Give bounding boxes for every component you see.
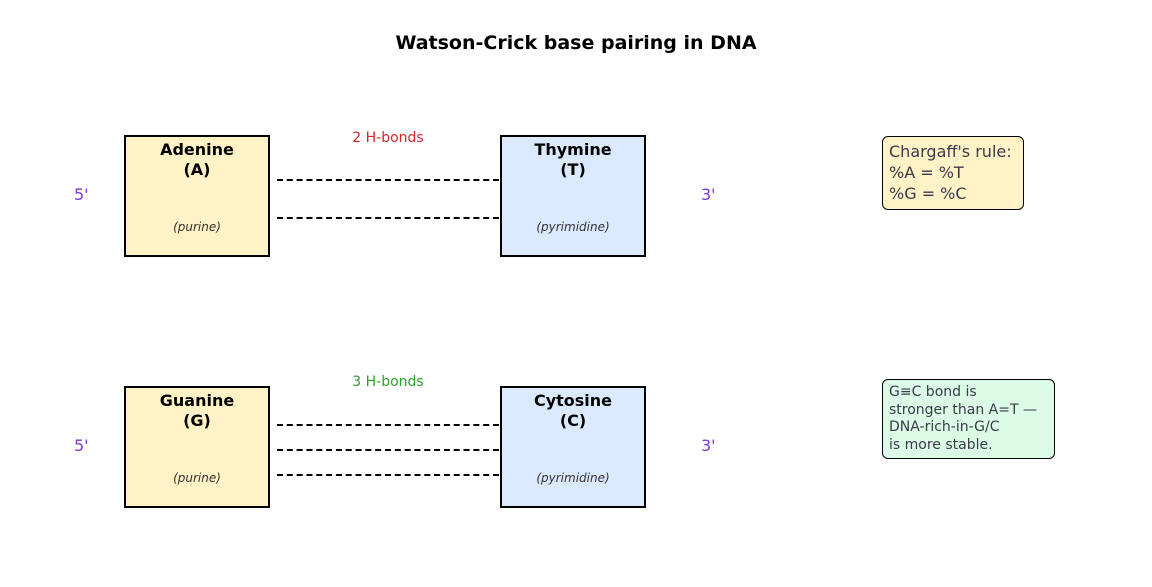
guanine-name-block: Guanine (G) bbox=[126, 391, 268, 431]
thymine-box: Thymine (T) (pyrimidine) bbox=[500, 135, 646, 257]
thymine-symbol: (T) bbox=[560, 160, 586, 179]
cytosine-name: Cytosine bbox=[533, 391, 613, 410]
adenine-symbol: (A) bbox=[183, 160, 211, 179]
guanine-kind: (purine) bbox=[173, 471, 221, 485]
guanine-symbol: (G) bbox=[183, 411, 211, 430]
stability-note: G≡C bond is stronger than A=T — DNA-rich… bbox=[882, 379, 1055, 459]
gc-hbonds-label: 3 H-bonds bbox=[352, 374, 424, 390]
at-hbond-1 bbox=[277, 179, 499, 181]
thymine-name-block: Thymine (T) bbox=[502, 140, 644, 180]
adenine-name-block: Adenine (A) bbox=[126, 140, 268, 180]
guanine-name: Guanine bbox=[159, 391, 235, 410]
three-prime-label-at: 3' bbox=[701, 185, 716, 204]
gc-hbond-2 bbox=[277, 449, 499, 451]
gc-hbond-1 bbox=[277, 424, 499, 426]
cytosine-name-block: Cytosine (C) bbox=[502, 391, 644, 431]
stability-line-2: stronger than A=T — bbox=[889, 401, 1037, 418]
chargaff-line-2: %A = %T bbox=[889, 163, 964, 182]
cytosine-kind: (pyrimidine) bbox=[536, 471, 610, 485]
guanine-box: Guanine (G) (purine) bbox=[124, 386, 270, 508]
thymine-kind: (pyrimidine) bbox=[536, 220, 610, 234]
at-hbond-2 bbox=[277, 217, 499, 219]
adenine-kind: (purine) bbox=[173, 220, 221, 234]
diagram-title: Watson-Crick base pairing in DNA bbox=[395, 32, 757, 54]
adenine-box: Adenine (A) (purine) bbox=[124, 135, 270, 257]
cytosine-symbol: (C) bbox=[559, 411, 587, 430]
stability-line-4: is more stable. bbox=[889, 436, 993, 453]
five-prime-label-at: 5' bbox=[74, 185, 89, 204]
gc-hbond-3 bbox=[277, 474, 499, 476]
chargaff-line-3: %G = %C bbox=[889, 184, 967, 203]
chargaff-line-1: Chargaff's rule: bbox=[889, 142, 1012, 161]
chargaff-note: Chargaff's rule: %A = %T %G = %C bbox=[882, 136, 1024, 210]
adenine-name: Adenine bbox=[160, 140, 234, 159]
five-prime-label-gc: 5' bbox=[74, 436, 89, 455]
three-prime-label-gc: 3' bbox=[701, 436, 716, 455]
stability-line-3: DNA-rich-in-G/C bbox=[889, 419, 1000, 435]
cytosine-box: Cytosine (C) (pyrimidine) bbox=[500, 386, 646, 508]
thymine-name: Thymine bbox=[534, 140, 612, 159]
stability-line-1: G≡C bond is bbox=[889, 384, 977, 400]
at-hbonds-label: 2 H-bonds bbox=[352, 130, 424, 146]
